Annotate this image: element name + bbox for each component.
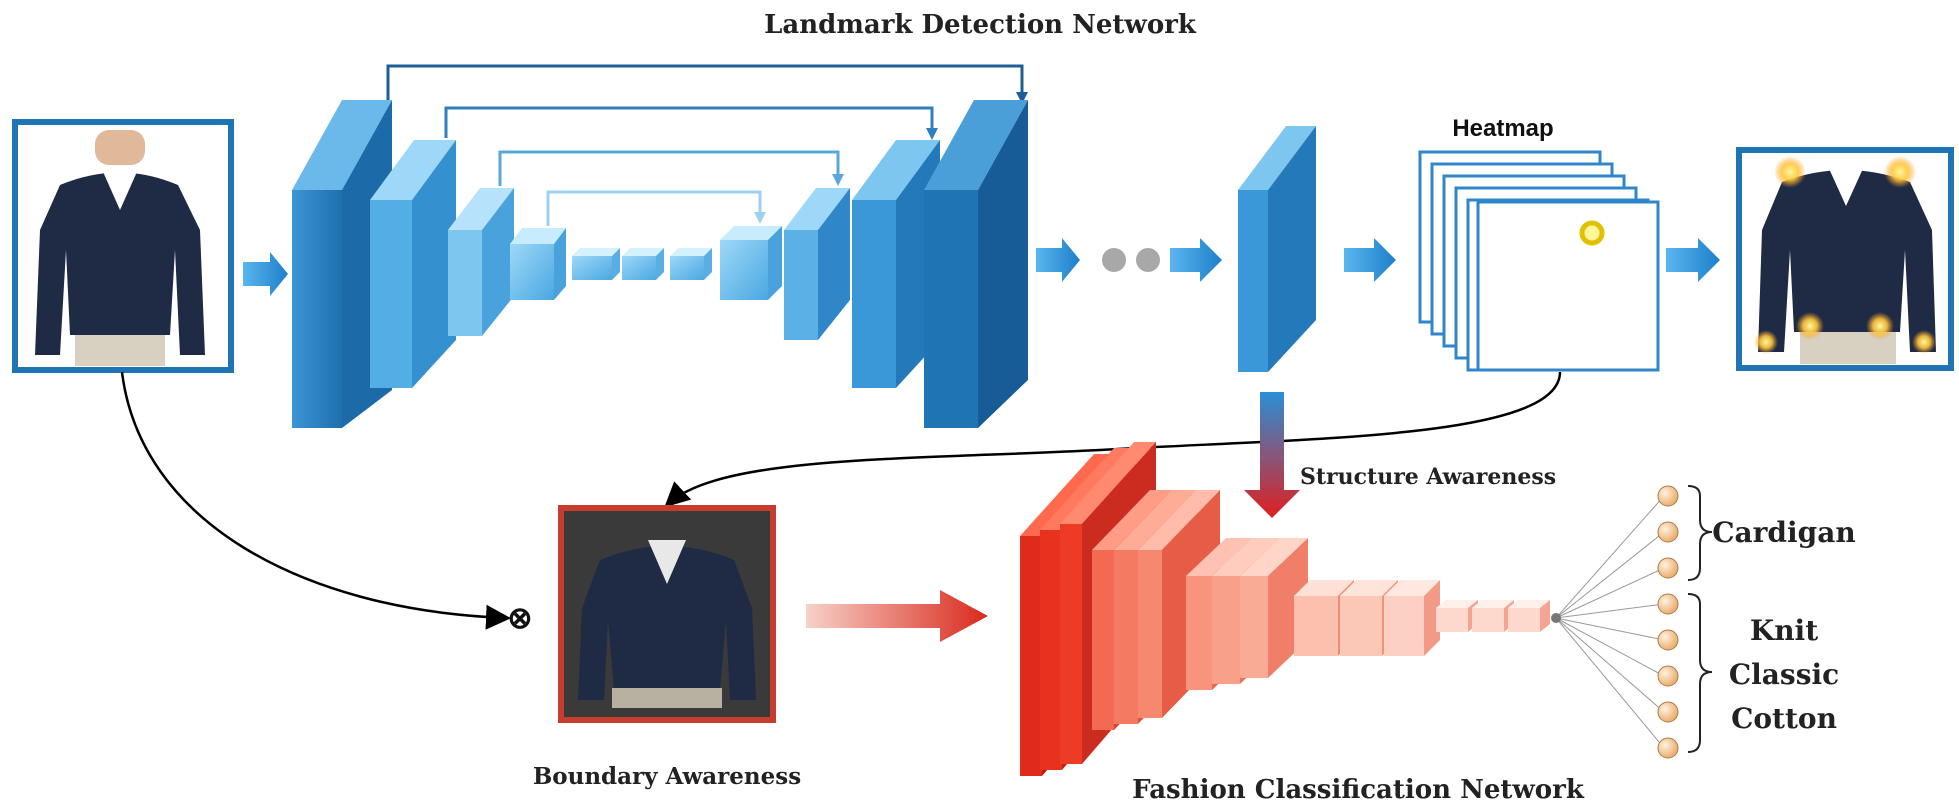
- landmark-output-image: [1736, 147, 1954, 371]
- landmark-unet: [292, 64, 1028, 428]
- flow-arrow-input: [243, 252, 288, 296]
- output-node: [1657, 521, 1679, 543]
- boundary-awareness-label: Boundary Awareness: [533, 763, 801, 790]
- output-node: [1657, 701, 1679, 723]
- attribute-brace: [1687, 593, 1713, 753]
- heatmap-label: Heatmap: [1452, 115, 1553, 142]
- output-node: [1657, 485, 1679, 507]
- fashion-network-title: Fashion Classification Network: [1132, 775, 1585, 805]
- ellipsis-dots-icon: [1102, 248, 1160, 272]
- attribute-label-1: Knit: [1750, 614, 1818, 647]
- flow-arrow-boundary: [806, 590, 988, 642]
- fashion-classifier: [1020, 442, 1550, 776]
- output-node: [1657, 593, 1679, 615]
- structure-awareness-label: Structure Awareness: [1300, 464, 1556, 490]
- bottleneck-block-3: [670, 248, 712, 280]
- encoder-block-4: [510, 228, 566, 300]
- output-node: [1657, 665, 1679, 687]
- landmark-network-title: Landmark Detection Network: [764, 10, 1197, 40]
- output-node: [1657, 557, 1679, 579]
- encoder-block-2: [370, 140, 456, 388]
- classifier-stage-2: [1092, 490, 1220, 730]
- boundary-image: [558, 505, 776, 723]
- heatmap-to-boundary-curve: [664, 371, 1562, 508]
- output-node: [1657, 629, 1679, 651]
- decoder-block-2: [784, 188, 850, 340]
- sweater-photo-icon: [35, 130, 205, 366]
- attribute-label-3: Cotton: [1731, 702, 1837, 735]
- flow-arrow-unet: [1036, 238, 1080, 282]
- heatmap-peak: [1579, 220, 1605, 246]
- category-brace: [1687, 485, 1713, 581]
- encoder-block-1: [292, 100, 392, 428]
- multiply-operator: ⊗: [507, 602, 532, 635]
- flow-arrow-dots: [1170, 238, 1222, 282]
- masked-sweater-icon: [578, 540, 756, 708]
- decoder-block-1: [720, 226, 782, 300]
- input-to-multiply-curve: [120, 371, 511, 630]
- output-nodes: [1657, 485, 1679, 759]
- flow-arrow-heatmap: [1344, 238, 1396, 282]
- output-node: [1657, 737, 1679, 759]
- classifier-stage-4: [1294, 580, 1440, 656]
- structure-awareness-arrow: [1244, 392, 1300, 518]
- category-label: Cardigan: [1712, 516, 1855, 549]
- output-connections: [1555, 495, 1665, 749]
- classifier-stage-5: [1436, 600, 1550, 632]
- flow-arrow-output: [1666, 238, 1720, 282]
- bottleneck-block-1: [572, 248, 620, 280]
- input-image: [12, 119, 234, 373]
- sweater-landmarks-icon: [1754, 156, 1936, 364]
- fc-input-node: [1551, 613, 1561, 623]
- decoder-block-4: [924, 100, 1028, 428]
- heatmap-stack: [1418, 150, 1660, 372]
- encoder-block-3: [448, 188, 514, 336]
- landmark-output-block: [1238, 126, 1316, 372]
- bottleneck-block-2: [622, 248, 664, 280]
- classifier-stage-3: [1186, 538, 1308, 690]
- attribute-label-2: Classic: [1729, 658, 1839, 691]
